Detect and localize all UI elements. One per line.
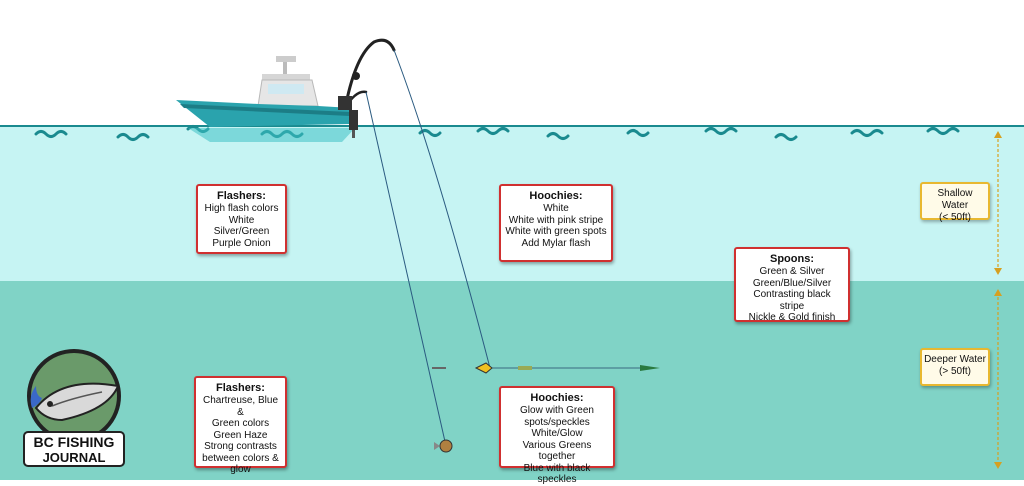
spoons-line: Green/Blue/Silver [752,277,832,289]
spoons-line: Nickle & Gold finish [748,312,836,323]
flasher-lure [474,362,493,374]
flashers-deep-line: between colors & [202,452,279,464]
hoochies-shallow-line: White with green spots [505,226,607,237]
shallow-water-label: Shallow Water (< 50ft) [920,182,990,223]
flashers-shallow-line: Silver/Green [213,226,270,237]
boat-window [268,84,304,94]
shallow-water-text: Shallow Water [937,188,973,211]
spoons-line: Contrasting black stripe [753,289,831,312]
logo-text-top: BC FISHING [34,434,115,450]
flashers-shallow-line: Purple Onion [212,237,271,249]
reel-secondary [338,96,352,110]
depth-arrowheads [994,131,1002,469]
reel-main [352,72,360,80]
spoons-box: Spoons: Green & Silver Green/Blue/Silver… [734,247,850,323]
flashers-deep-title: Flashers: [216,382,265,394]
boat-reflection [188,128,355,142]
hoochies-deep-line: spots/speckles [524,416,590,428]
hoochies-deep-title: Hoochies: [530,392,584,404]
boat-tower [262,74,310,82]
hoochies-shallow-line: White [543,203,569,214]
hoochies-deep-line: Glow with Green [520,405,594,416]
flashers-deep-line: glow [230,464,251,475]
boat [176,56,358,142]
hoochies-deep-line: Various Greens together [522,439,592,463]
fishing-lines [365,49,650,447]
outboard-motor [349,110,358,130]
hoochies-deep-box: Hoochies: Glow with Green spots/speckles… [499,386,615,485]
hoochies-deep-line: White/Glow [531,428,583,439]
lure-gear [432,362,660,453]
logo-flame-icon [30,386,42,408]
downrigger-ball [439,439,453,453]
flashers-deep-line: Green Haze [213,429,268,441]
flashers-deep-line: Chartreuse, Blue & [202,395,279,418]
line-main [393,49,491,369]
logo-banner [23,431,125,467]
line-downrigger [365,91,447,447]
rod-main [344,38,396,106]
fishing-rods [338,38,396,110]
flashers-deep-line: Green colors [211,418,270,429]
flashers-shallow-line: White [228,214,255,226]
boat-radar-mast [283,58,287,78]
bc-fishing-journal-logo: BC FISHING JOURNAL [23,349,125,467]
hoochies-shallow-line: Add Mylar flash [521,237,591,249]
hoochies-deep-line: Blue with black speckles [523,462,591,486]
hoochies-shallow-title: Hoochies: [529,190,583,202]
boat-stripe [180,104,350,116]
downrigger-fin [434,442,440,450]
swivel [518,366,532,370]
flashers-shallow-title: Flashers: [217,190,266,202]
flashers-deep-box: Flashers: Chartreuse, Blue & Green color… [194,376,287,475]
boat-radar [276,56,296,62]
shallow-water-depth: (< 50ft) [939,212,971,223]
hoochies-shallow-line: White with pink stripe [508,214,604,226]
hoochie-lure [640,365,660,371]
spoons-title: Spoons: [770,253,814,265]
flashers-shallow-box: Flashers: High flash colors White Silver… [196,184,287,254]
hoochies-shallow-box: Hoochies: White White with pink stripe W… [499,184,613,262]
spoons-line: Green & Silver [759,266,825,277]
clip-left [432,367,446,369]
motor-leg [352,130,355,138]
deep-water-label: Deeper Water (> 50ft) [920,348,990,386]
deep-water-depth: (> 50ft) [939,366,971,377]
deep-water-text: Deeper Water [924,354,986,365]
logo-text-bottom: JOURNAL [43,450,106,465]
flashers-deep-line: Strong contrasts [204,441,277,452]
flashers-shallow-line: High flash colors [204,203,279,214]
